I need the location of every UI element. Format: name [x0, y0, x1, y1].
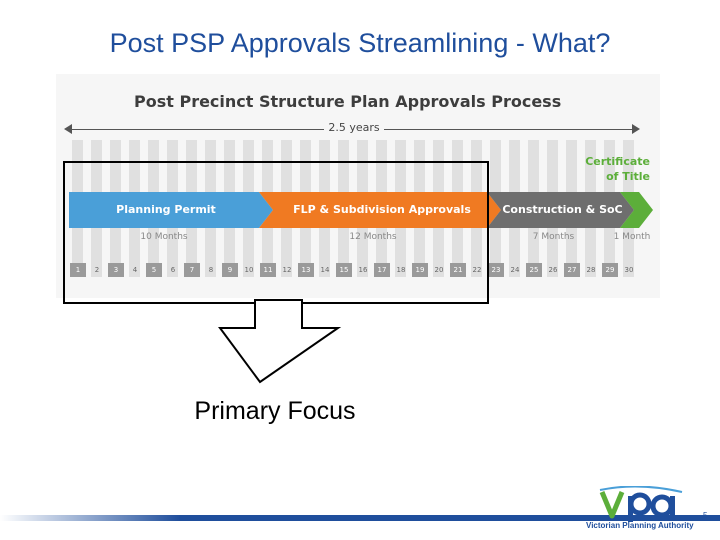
vpa-logo-caption: Victorian Planning Authority: [586, 521, 694, 530]
page-number: 5: [703, 511, 708, 520]
month-tick-label: 12: [282, 266, 292, 274]
month-tick-label: 17: [374, 263, 390, 277]
month-tick-label: 19: [412, 263, 428, 277]
stage-arrow: [620, 192, 653, 228]
month-tick-label: 5: [146, 263, 162, 277]
month-tick-label: 8: [208, 266, 214, 274]
month-tick-label: 16: [358, 266, 368, 274]
month-tick-label: 7: [184, 263, 200, 277]
stage-label: Construction & SoC: [502, 203, 623, 216]
month-tick-label: 15: [336, 263, 352, 277]
stage-arrow: [69, 192, 273, 228]
primary-focus-label: Primary Focus: [194, 397, 356, 425]
vpa-logo-icon: [599, 486, 683, 522]
month-tick-label: 14: [320, 266, 330, 274]
certificate-of-title-label: Certificate of Title: [585, 155, 650, 183]
month-tick-label: 27: [564, 263, 580, 277]
stage-duration: 7 Months: [532, 232, 575, 242]
stage-duration: 12 Months: [349, 232, 397, 242]
month-tick-label: 18: [396, 266, 406, 274]
month-tick-label: 2: [94, 266, 100, 274]
month-tick-label: 25: [526, 263, 542, 277]
month-tick-label: 1: [70, 263, 86, 277]
month-tick-label: 30: [624, 266, 634, 274]
month-tick-label: 9: [222, 263, 238, 277]
stage-label: Planning Permit: [116, 203, 216, 216]
timeline-span-line-left: [70, 129, 326, 130]
stage-arrow: [259, 192, 501, 228]
month-tick-label: 6: [170, 266, 176, 274]
slide-title: Post PSP Approvals Streamlining - What?: [109, 28, 611, 58]
month-tick-label: 28: [586, 266, 596, 274]
stage-label: FLP & Subdivision Approvals: [293, 203, 471, 216]
month-tick-label: 4: [132, 266, 138, 274]
month-tick-label: 13: [298, 263, 314, 277]
month-tick-label: 20: [434, 266, 444, 274]
stage-duration: 10 Months: [140, 232, 188, 242]
timeline-span-label: 2.5 years: [324, 121, 384, 134]
month-tick-label: 26: [548, 266, 558, 274]
footer-rule: [0, 515, 720, 521]
month-tick-label: 23: [488, 263, 504, 277]
stage-arrow: [487, 192, 634, 228]
arrow-left-icon: [64, 124, 72, 134]
month-tick-label: 3: [108, 263, 124, 277]
month-tick-label: 24: [510, 266, 520, 274]
diagram-title: Post Precinct Structure Plan Approvals P…: [134, 92, 562, 111]
timeline-span-line-right: [382, 129, 634, 130]
month-tick-label: 11: [260, 263, 276, 277]
month-tick-label: 10: [244, 266, 254, 274]
month-tick-label: 21: [450, 263, 466, 277]
arrow-right-icon: [632, 124, 640, 134]
stage-duration: 1 Month: [613, 232, 651, 242]
month-tick-label: 22: [472, 266, 482, 274]
month-tick-label: 29: [602, 263, 618, 277]
